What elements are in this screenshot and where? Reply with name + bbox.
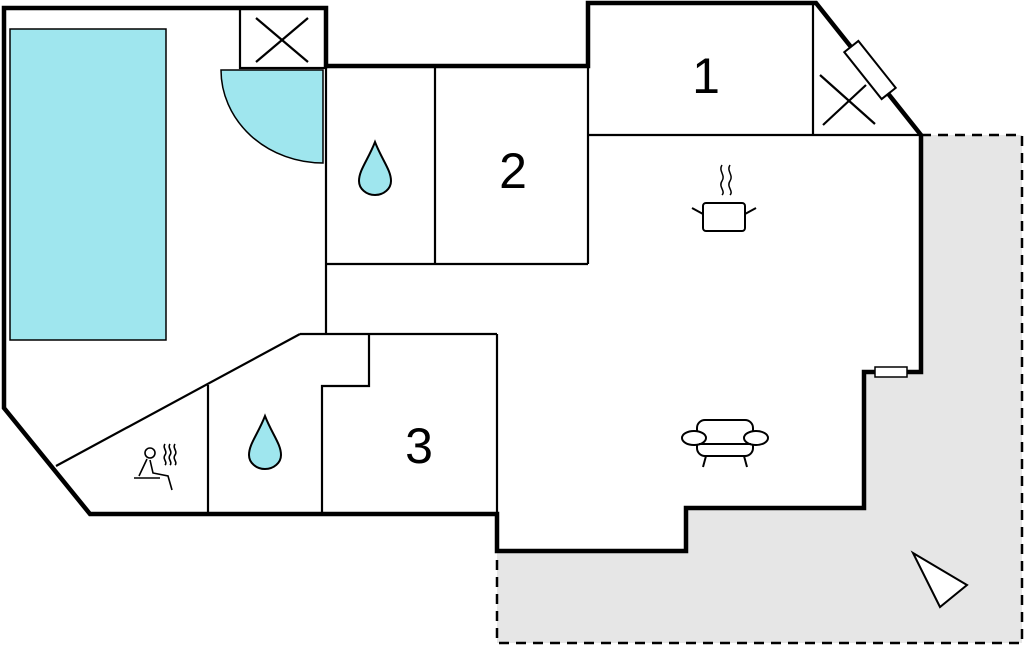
kitchen-pot-icon [691,164,757,232]
room-3-label: 3 [405,418,433,474]
sauna-icon [134,443,177,491]
sofa-icon [681,419,769,468]
pool [9,28,167,341]
window-icon [874,366,908,378]
north-arrow-icon [910,550,969,609]
terrace-area [497,135,1022,643]
outer-wall [1,0,924,554]
door-arc [220,69,324,164]
bathroom-drop-icon [247,413,283,470]
room-1-label: 1 [692,48,720,104]
interior-walls [55,3,921,514]
window-icon [842,39,898,101]
bathroom-drop-icon [357,139,393,196]
chimney-icon [238,6,328,70]
corner-chimney-icon [819,74,876,126]
room-2-label: 2 [499,143,527,199]
terrace-dashed-border [495,133,1024,645]
